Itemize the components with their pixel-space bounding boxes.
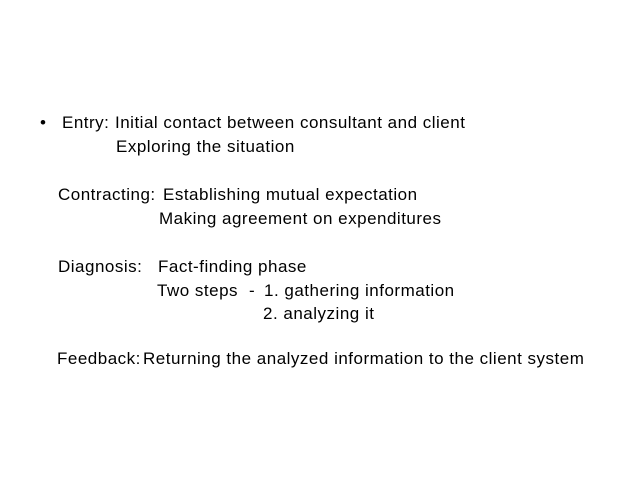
diagnosis-label: Diagnosis: xyxy=(58,257,143,276)
contracting-line-1: Establishing mutual expectation xyxy=(163,185,418,204)
bullet-icon: • xyxy=(40,113,47,132)
entry-line-2: Exploring the situation xyxy=(116,137,295,156)
contracting-line-2: Making agreement on expenditures xyxy=(159,209,442,228)
diagnosis-line-1: Fact-finding phase xyxy=(158,257,307,276)
diagnosis-steps-label: Two steps xyxy=(157,281,239,300)
feedback-line-1: Returning the analyzed information to th… xyxy=(143,349,585,368)
entry-label: Entry: xyxy=(62,113,110,132)
entry-line-1: Initial contact between consultant and c… xyxy=(115,113,466,132)
diagnosis-step-2: 2. analyzing it xyxy=(263,304,375,323)
feedback-label: Feedback: xyxy=(57,349,141,368)
diagnosis-steps-dash: - xyxy=(249,281,256,300)
diagnosis-step-1: 1. gathering information xyxy=(264,281,455,300)
contracting-label: Contracting: xyxy=(58,185,156,204)
